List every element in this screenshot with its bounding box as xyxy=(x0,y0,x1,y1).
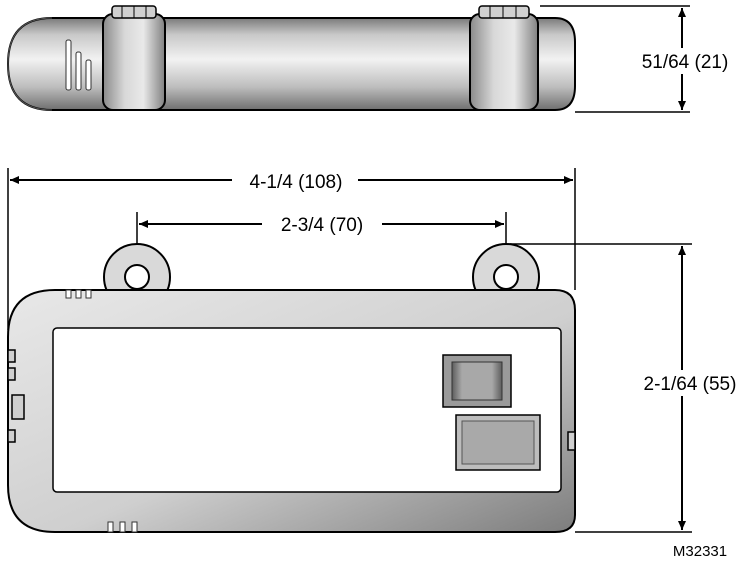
front-view-right-notch xyxy=(567,431,576,451)
dim-overall-length: 4-1/4 (108) xyxy=(7,168,576,330)
front-view xyxy=(7,243,576,533)
dim-label-overall-length: 4-1/4 (108) xyxy=(250,172,343,193)
front-view-module-lower xyxy=(455,414,541,471)
top-view-left-boss xyxy=(102,5,166,111)
figure-id: M32331 xyxy=(673,543,727,560)
dim-label-mounting-spacing: 2-3/4 (70) xyxy=(281,215,363,236)
dim-mounting-spacing: 2-3/4 (70) xyxy=(136,211,507,244)
top-view-right-boss xyxy=(469,5,539,111)
dim-label-height-top: 51/64 (21) xyxy=(642,52,729,73)
front-view-window xyxy=(52,327,562,493)
front-view-module-upper xyxy=(442,354,512,408)
front-view-left-clips xyxy=(7,349,25,443)
front-view-top-vents xyxy=(65,289,92,299)
front-view-bottom-vents xyxy=(107,521,138,533)
dim-height-top-view: 51/64 (21) xyxy=(540,5,744,113)
dim-label-height-front: 2-1/64 (55) xyxy=(644,374,737,395)
top-view xyxy=(6,5,576,111)
top-view-vents xyxy=(65,39,92,91)
dim-height-front-view: 2-1/64 (55) xyxy=(510,243,750,533)
